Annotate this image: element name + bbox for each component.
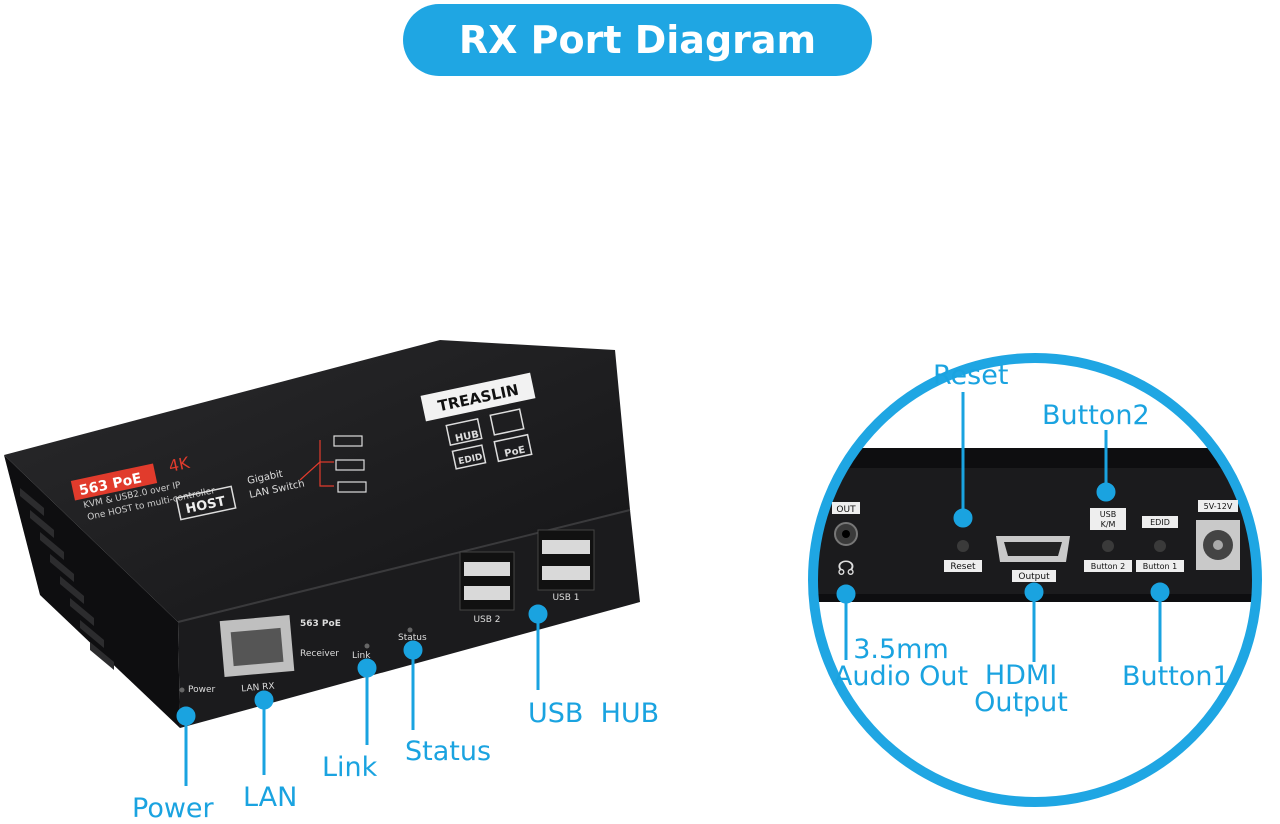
usb-km-label-2: K/M	[1101, 520, 1116, 529]
receiver-label: Receiver	[300, 649, 339, 659]
callout-audio: 3.5mm Audio Out	[826, 636, 976, 690]
diagram-title: RX Port Diagram	[458, 18, 817, 62]
usb1-label: USB 1	[552, 593, 579, 603]
power-panel-label: 5V-12V	[1204, 502, 1233, 511]
callout-button2: Button2	[1042, 400, 1150, 431]
callout-audio-line-2: Audio Out	[833, 661, 969, 692]
power-port-label: Power	[188, 685, 216, 695]
callout-hdmi: HDMI Output	[966, 662, 1076, 716]
feature-icons	[445, 408, 533, 470]
callout-button1: Button1	[1122, 661, 1230, 692]
callout-status: Status	[405, 736, 492, 767]
device-front-face	[178, 510, 640, 728]
callout-usb-hub: USB HUB	[528, 698, 660, 729]
zoom-circle: OUT ☊ Reset Output USB K/M Button 2 EDID…	[808, 353, 1262, 807]
reset-panel-label: Reset	[950, 562, 976, 572]
hub-icon-label: HUB	[454, 429, 480, 445]
headphone-icon: ☊	[837, 556, 855, 580]
output-panel-label: Output	[1018, 572, 1050, 582]
usb-km-label-1: USB	[1100, 510, 1116, 519]
poe-icon-label: PoE	[503, 445, 526, 460]
button2-panel-label: Button 2	[1091, 562, 1125, 571]
callout-reset: Reset	[933, 360, 1009, 391]
callout-power: Power	[132, 793, 214, 824]
switch-tree	[299, 435, 367, 493]
callout-hdmi-line-1: HDMI	[984, 660, 1058, 691]
title-banner: RX Port Diagram	[403, 4, 872, 76]
right-callouts	[836, 392, 1170, 662]
callout-hdmi-line-2: Output	[974, 687, 1068, 718]
badge-4k: 4K	[167, 453, 192, 476]
status-port-label: Status	[398, 633, 427, 643]
callout-lan: LAN	[243, 782, 298, 813]
edid-panel-label: EDID	[1150, 518, 1170, 527]
callout-audio-line-1: 3.5mm	[853, 634, 949, 665]
rx-device: TREASLIN 563 PoE 4K KVM & USB2.0 over IP…	[4, 340, 640, 728]
usb2-label: USB 2	[473, 615, 500, 625]
button1-panel-label: Button 1	[1143, 562, 1177, 571]
edid-icon-label: EDID	[458, 452, 484, 467]
link-port-label: Link	[352, 651, 371, 661]
usb-hub-ports	[459, 529, 595, 611]
device-side-face	[4, 455, 180, 728]
receiver-model: 563 PoE	[300, 619, 341, 629]
out-label: OUT	[836, 505, 856, 515]
side-vents	[20, 488, 114, 670]
callout-link: Link	[322, 752, 378, 783]
left-callouts	[176, 604, 548, 786]
